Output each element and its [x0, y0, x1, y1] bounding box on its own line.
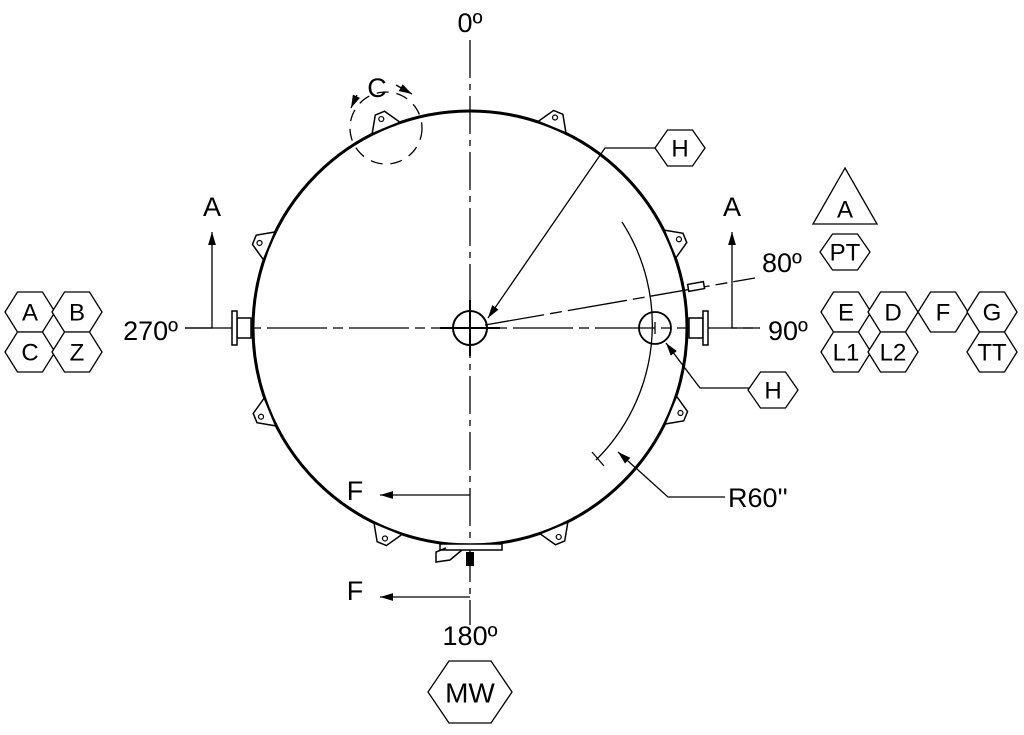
- lug-hole: [675, 236, 683, 243]
- lug-hole: [677, 409, 684, 417]
- lug: [371, 110, 402, 135]
- tag-right-4: L1: [820, 331, 872, 373]
- angle-80: 80º: [762, 248, 802, 278]
- tag-left-2-text: C: [21, 340, 38, 367]
- view-label-upper: F: [347, 476, 364, 506]
- triangle-tag: A: [811, 166, 879, 225]
- tag-h-center-text: H: [671, 136, 688, 163]
- tag-right-1: D: [867, 291, 919, 333]
- tag-left-3: Z: [51, 331, 103, 373]
- lug-hole: [381, 535, 389, 542]
- angle-0: 0º: [458, 8, 483, 38]
- tag-left-3-text: Z: [70, 340, 85, 367]
- tag-right-6-text: TT: [977, 340, 1007, 367]
- triangle-tag-text: A: [837, 197, 853, 224]
- tag-left-0-text: A: [22, 300, 38, 327]
- lug: [663, 229, 688, 260]
- tag-right-3: G: [966, 291, 1018, 333]
- tag-right-5: L2: [867, 331, 919, 373]
- tag-right-5-text: L2: [880, 340, 907, 367]
- lug: [252, 396, 277, 427]
- section-arrow-right: [728, 232, 760, 329]
- bottom-fitting: [435, 543, 503, 566]
- section-label-left: A: [203, 192, 221, 222]
- detail-circle: [349, 91, 423, 165]
- lug: [538, 521, 569, 546]
- lug: [373, 521, 404, 547]
- side-nozzle: [638, 311, 672, 345]
- tag-pt-text: PT: [830, 240, 861, 267]
- lug-hole: [256, 239, 263, 247]
- leader-h-center: [487, 147, 657, 319]
- angle-180: 180º: [443, 621, 498, 651]
- radius-label: R60'': [728, 483, 788, 513]
- radius-leader: [617, 451, 725, 498]
- view-label-lower: F: [347, 576, 364, 606]
- tag-left-2: C: [4, 331, 56, 373]
- lug-hole: [378, 115, 385, 123]
- section-arrow-left: [185, 232, 216, 329]
- tag-h-center: H: [654, 129, 706, 167]
- nozzle-80-line: [484, 277, 756, 326]
- section-label-right: A: [723, 192, 741, 222]
- tag-h-side-text: H: [764, 378, 781, 405]
- right-flange: [688, 310, 709, 346]
- tag-right-2-text: F: [936, 300, 951, 327]
- tag-right-0: E: [820, 291, 872, 333]
- tag-pt: PT: [819, 233, 871, 271]
- tag-mw-text: MW: [445, 678, 495, 709]
- angle-90: 90º: [768, 316, 808, 346]
- center-nozzle: [440, 300, 500, 356]
- tag-mw: MW: [427, 660, 513, 724]
- tag-h-side: H: [747, 371, 799, 409]
- lug-hole: [551, 114, 559, 121]
- lugs: [251, 109, 689, 547]
- tag-right-2: F: [917, 291, 969, 333]
- detail-label: C: [367, 73, 387, 103]
- tags: A B C Z E D F G L1 L2 TT H H MW PT A: [4, 129, 1018, 724]
- lug-hole: [257, 413, 265, 420]
- leader-h-side: [665, 342, 752, 389]
- radius-arc: [595, 221, 653, 461]
- lug: [663, 394, 689, 425]
- lug-hole: [555, 533, 562, 541]
- tag-right-6: TT: [966, 331, 1018, 373]
- tag-right-0-text: E: [838, 300, 854, 327]
- tag-right-1-text: D: [884, 300, 901, 327]
- tag-left-0: A: [4, 291, 56, 333]
- tag-left-1: B: [51, 291, 103, 333]
- tag-left-1-text: B: [69, 300, 85, 327]
- lug: [251, 231, 277, 262]
- tag-right-3-text: G: [983, 300, 1002, 327]
- angle-270: 270º: [123, 316, 178, 346]
- tag-right-4-text: L1: [833, 340, 860, 367]
- left-flange: [231, 310, 252, 346]
- lug: [536, 109, 567, 135]
